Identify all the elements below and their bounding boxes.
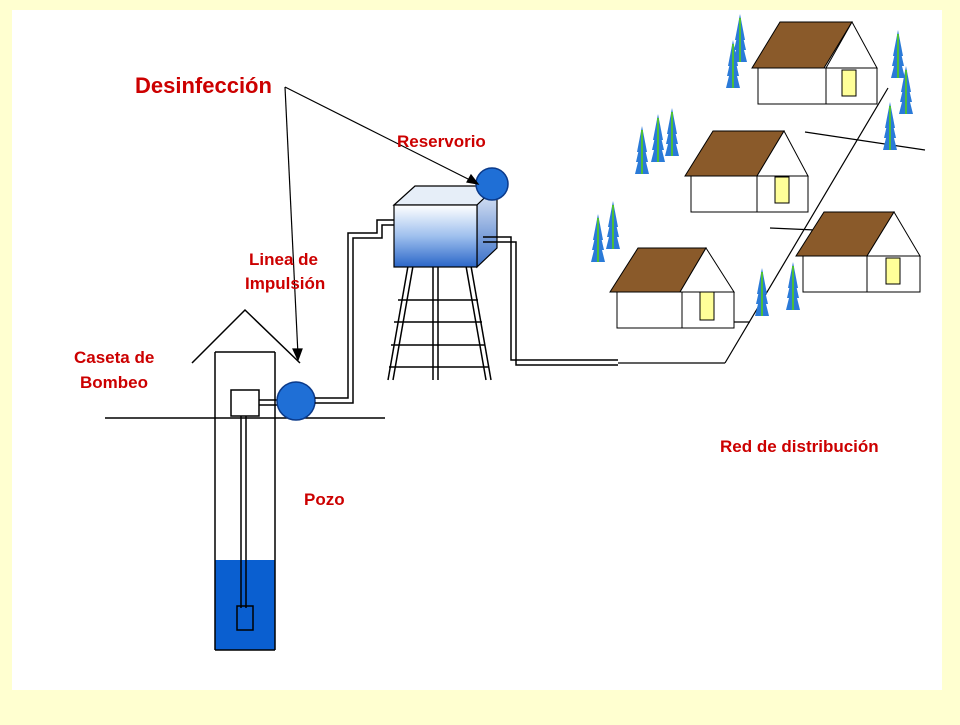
house-1: [751, 20, 878, 105]
reservoir-tank: [392, 184, 499, 269]
pump-box: [230, 389, 260, 417]
disinfection-arrows: [284, 86, 480, 362]
house-3: [795, 211, 921, 293]
well: [214, 352, 276, 651]
label-disinfection: Desinfección: [135, 73, 272, 98]
label-impulsion-line-2: Impulsión: [245, 274, 325, 293]
house-2: [684, 129, 809, 213]
label-distribution: Red de distribución: [720, 437, 879, 456]
white-canvas: [12, 10, 942, 690]
label-reservoir: Reservorio: [397, 132, 486, 151]
label-well: Pozo: [304, 490, 345, 509]
label-pump-house-1: Caseta de: [74, 348, 154, 367]
label-pump-house-2: Bombeo: [80, 373, 148, 392]
house-4: [609, 247, 735, 329]
disinfection-doser: [475, 167, 509, 201]
submersible-pump: [236, 605, 254, 631]
label-impulsion-line-1: Linea de: [249, 250, 318, 269]
tower-legs: [387, 265, 492, 381]
outlet-pipe: [483, 236, 618, 361]
pump-house-roof: [191, 308, 301, 364]
well-water: [215, 560, 275, 650]
impulsion-pipe: [315, 219, 397, 399]
impulsion-pump: [276, 381, 316, 421]
